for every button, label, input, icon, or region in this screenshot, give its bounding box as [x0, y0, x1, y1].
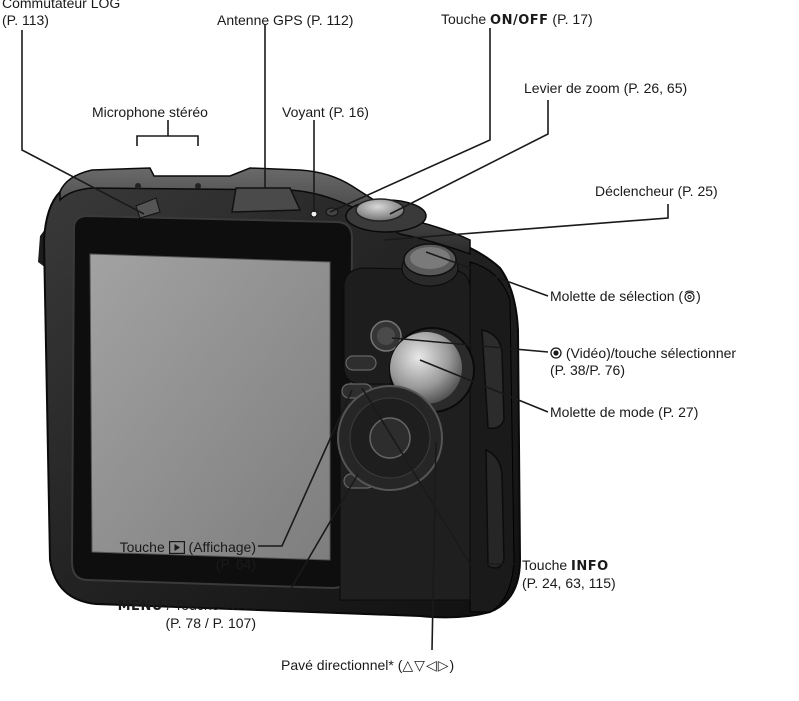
info-button-shape	[345, 355, 377, 371]
label-declencheur: Déclencheur (P. 25)	[595, 183, 718, 200]
micro-text: Microphone stéréo	[92, 104, 208, 120]
label-menu: MENU / Touche Wi-Fi (P. 78 / P. 107)	[36, 597, 256, 632]
shutter-button-shape	[355, 198, 405, 222]
commutateur-line1: Commutateur LOG	[2, 0, 121, 11]
label-voyant: Voyant (P. 16)	[282, 104, 369, 121]
mic-right-hole	[195, 183, 201, 189]
affichage-prefix: Touche	[119, 539, 169, 555]
commutateur-line2: (P. 113)	[2, 12, 49, 28]
video-line1: (Vidéo)/touche sélectionner	[562, 345, 737, 361]
leader-mode	[419, 359, 549, 413]
mode-text: Molette de mode (P. 27)	[550, 404, 699, 420]
leader-video	[391, 337, 549, 353]
menu-bold: MENU	[117, 599, 163, 614]
menu-line2: (P. 78 / P. 107)	[165, 615, 256, 631]
leader-selection	[425, 251, 549, 297]
rear-controls	[337, 320, 475, 491]
voyant-text: Voyant (P. 16)	[282, 104, 369, 120]
selection-text: Molette de sélection (	[550, 288, 684, 304]
info-line2: (P. 24, 63, 115)	[522, 575, 616, 591]
camera-body	[38, 167, 522, 619]
onoff-prefix: Touche	[441, 11, 491, 27]
label-antenne-gps: Antenne GPS (P. 112)	[217, 12, 353, 29]
mic-left-hole	[135, 183, 141, 189]
arrows-icon: △▽◁▷	[402, 658, 450, 674]
label-molette-selection: Molette de sélection ()	[550, 288, 701, 305]
label-levier-zoom: Levier de zoom (P. 26, 65)	[524, 80, 687, 97]
menu-suffix: / Touche Wi-Fi	[162, 597, 256, 613]
record-icon	[550, 347, 562, 359]
leader-declencheur	[383, 204, 669, 241]
leader-affichage	[258, 389, 353, 547]
label-commutateur-log: Commutateur LOG (P. 113)	[2, 0, 120, 29]
leader-onoff	[329, 28, 491, 213]
label-onoff: Touche ON/OFF (P. 17)	[441, 11, 593, 29]
leader-lines	[21, 24, 669, 651]
label-info: Touche INFO (P. 24, 63, 115)	[522, 557, 616, 592]
label-molette-mode: Molette de mode (P. 27)	[550, 404, 698, 421]
leader-pave	[431, 441, 437, 651]
leader-micro-bracket	[136, 135, 199, 146]
label-microphone: Microphone stéréo	[92, 104, 208, 121]
top-controls	[135, 183, 459, 287]
zoom-text: Levier de zoom (P. 26, 65)	[524, 80, 688, 96]
info-bold: INFO	[571, 559, 609, 574]
pave-end: )	[449, 657, 455, 673]
leader-menu	[258, 473, 359, 605]
leader-zoom	[389, 100, 549, 215]
play-icon	[168, 541, 185, 555]
affichage-suffix: (Affichage)	[184, 539, 256, 555]
label-affichage: Touche (Affichage) (P. 64)	[46, 539, 256, 573]
dial-icon	[684, 290, 695, 303]
declencheur-text: Déclencheur (P. 25)	[595, 183, 718, 199]
gps-text: Antenne GPS (P. 112)	[217, 12, 354, 28]
video-line2: (P. 38/P. 76)	[550, 362, 625, 378]
onoff-suffix: (P. 17)	[548, 11, 593, 27]
info-prefix: Touche	[522, 557, 572, 573]
label-video: (Vidéo)/touche sélectionner (P. 38/P. 76…	[550, 345, 736, 379]
affichage-line2: (P. 64)	[215, 556, 256, 572]
selection-end: )	[696, 288, 701, 304]
pave-text: Pavé directionnel* (	[281, 657, 403, 673]
leader-info	[361, 387, 514, 565]
onoff-bold: ON/OFF	[490, 13, 549, 28]
label-pave-directionnel: Pavé directionnel* (△▽◁▷)	[281, 657, 454, 675]
leader-commutateur	[21, 30, 145, 215]
